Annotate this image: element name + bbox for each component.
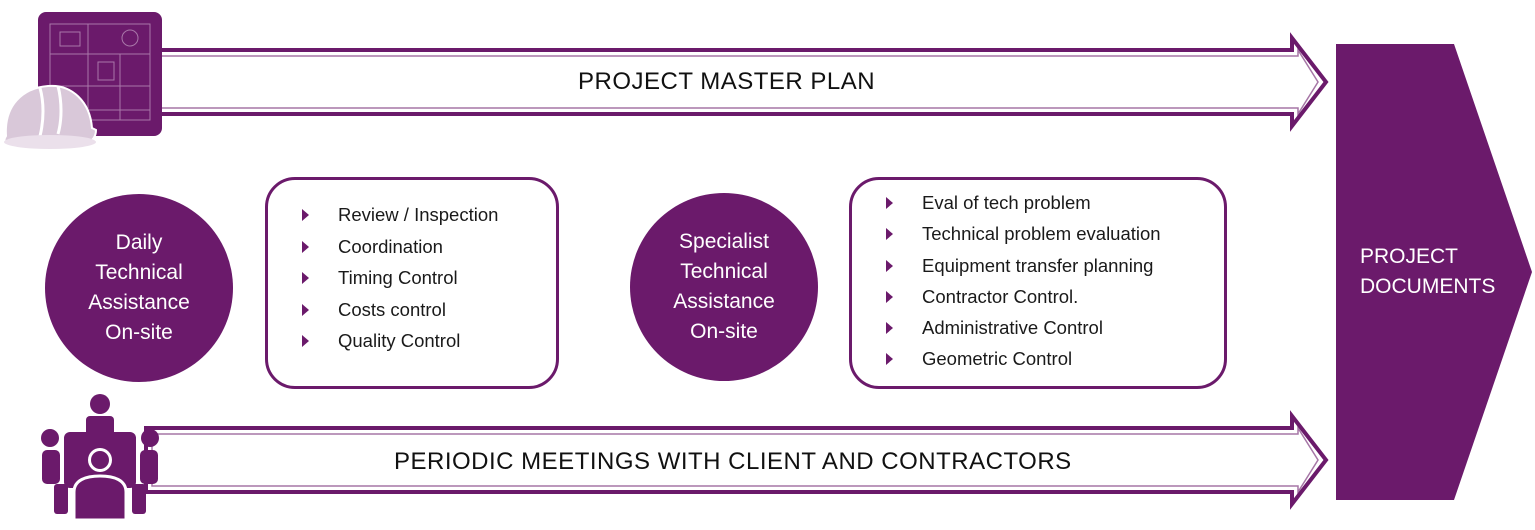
list-item: Quality Control <box>302 330 556 362</box>
circle-line: Assistance <box>88 291 190 314</box>
daily-tasks-box: Review / Inspection Coordination Timing … <box>265 177 559 389</box>
list-item: Eval of tech problem <box>886 192 1224 223</box>
bullet-arrow-icon <box>302 335 309 347</box>
bullet-arrow-icon <box>886 259 893 272</box>
documents-line: DOCUMENTS <box>1360 275 1496 298</box>
list-item-label: Geometric Control <box>922 348 1073 370</box>
specialist-tasks-list: Eval of tech problem Technical problem e… <box>886 192 1224 380</box>
bullet-arrow-icon <box>302 240 309 253</box>
list-item: Administrative Control <box>886 317 1224 348</box>
list-item-label: Administrative Control <box>922 317 1103 339</box>
blueprint-helmet-icon <box>3 12 162 150</box>
list-item: Geometric Control <box>886 348 1224 379</box>
list-item: Review / Inspection <box>302 204 556 236</box>
list-item: Technical problem evaluation <box>886 223 1224 254</box>
project-documents-chevron <box>1336 44 1532 500</box>
bullet-arrow-icon <box>886 322 893 335</box>
bullet-arrow-icon <box>302 272 309 284</box>
circle-line: Technical <box>680 260 768 283</box>
project-documents-label: PROJECT DOCUMENTS <box>1360 242 1495 302</box>
list-item-label: Timing Control <box>338 267 458 288</box>
circle-line: On-site <box>105 321 173 344</box>
daily-tasks-list: Review / Inspection Coordination Timing … <box>302 204 556 362</box>
bullet-arrow-icon <box>886 353 893 366</box>
circle-line: Daily <box>115 231 163 254</box>
circle-line: Technical <box>95 261 183 284</box>
bullet-arrow-icon <box>302 209 309 221</box>
daily-technical-assistance-circle: Daily Technical Assistance On-site <box>45 194 233 382</box>
list-item: Coordination <box>302 236 556 268</box>
meetings-label: PERIODIC MEETINGS WITH CLIENT AND CONTRA… <box>394 448 1072 475</box>
list-item-label: Costs control <box>338 298 446 320</box>
list-item-label: Review / Inspection <box>338 204 499 225</box>
list-item: Costs control <box>302 299 556 331</box>
circle-line: Assistance <box>673 290 775 313</box>
circle-line: Specialist <box>679 230 769 253</box>
meetings-arrow <box>144 410 1329 510</box>
list-item-label: Coordination <box>338 235 443 257</box>
bullet-arrow-icon <box>886 228 893 241</box>
documents-line: PROJECT <box>1360 245 1459 268</box>
list-item-label: Quality Control <box>338 330 461 351</box>
list-item-label: Equipment transfer planning <box>922 254 1154 276</box>
circle-line: On-site <box>690 320 758 343</box>
bullet-arrow-icon <box>886 197 893 209</box>
list-item-label: Technical problem evaluation <box>922 223 1161 245</box>
list-item: Contractor Control. <box>886 286 1224 317</box>
bullet-arrow-icon <box>886 290 893 303</box>
list-item: Timing Control <box>302 267 556 299</box>
master-plan-label: PROJECT MASTER PLAN <box>578 68 876 95</box>
specialist-tasks-box: Eval of tech problem Technical problem e… <box>849 177 1227 389</box>
list-item: Equipment transfer planning <box>886 255 1224 286</box>
list-item-label: Contractor Control. <box>922 285 1079 307</box>
specialist-technical-assistance-circle: Specialist Technical Assistance On-site <box>630 193 818 381</box>
meeting-people-icon <box>41 394 159 522</box>
bullet-arrow-icon <box>302 303 309 316</box>
master-plan-arrow <box>148 32 1329 132</box>
list-item-label: Eval of tech problem <box>922 192 1091 213</box>
